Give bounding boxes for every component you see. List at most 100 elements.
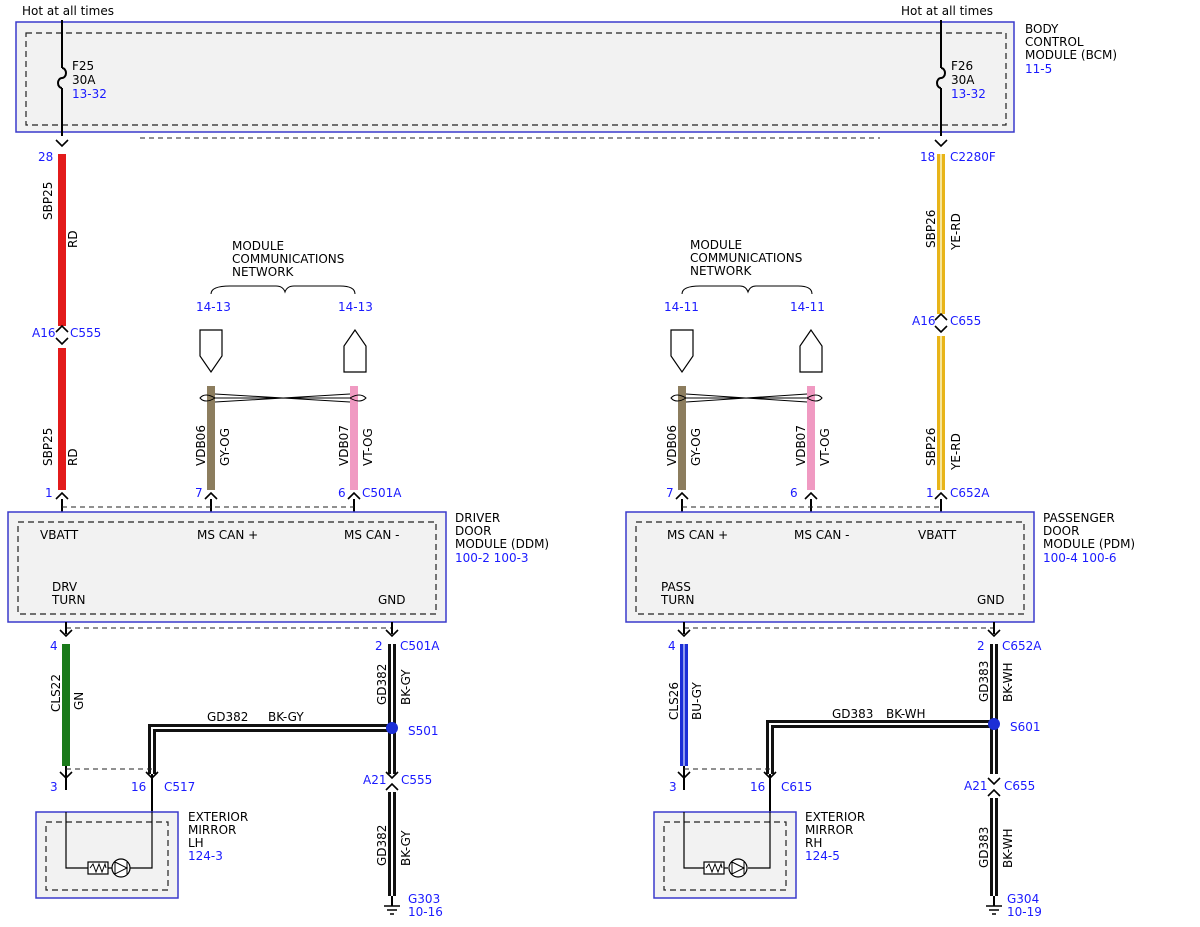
vdb07-color-ddm: VT-OG	[361, 428, 375, 466]
vdb06-color-pdm: GY-OG	[689, 428, 703, 466]
c555-pin: A16	[32, 326, 55, 340]
pdm-module-inner	[635, 521, 1025, 615]
pdm-can-plus-pin: 7	[666, 486, 674, 500]
sbp25-wire-upper	[58, 154, 66, 326]
pdm-can-plus-label: MS CAN +	[667, 528, 728, 542]
power-label-right: Hot at all times	[901, 4, 993, 18]
c655-pin: A16	[912, 314, 935, 328]
gd383-color-upper: BK-WH	[1001, 662, 1015, 702]
ddm-name-1: DRIVER	[455, 511, 500, 525]
net-left-ref-a: 14-13	[196, 300, 231, 314]
pdm-vbatt-label: VBATT	[918, 528, 957, 542]
sbp25-wire-lower	[58, 348, 66, 490]
s501-color: BK-GY	[268, 710, 304, 724]
gd383-pin: 2	[977, 639, 985, 653]
ddm-turn-label-1: DRV	[52, 580, 78, 594]
ddm-can-plus-pin: 7	[195, 486, 203, 500]
mirror-lh-name-1: EXTERIOR	[188, 810, 248, 824]
gd383-color-lower: BK-WH	[1001, 828, 1015, 868]
ddm-pin-top: 28	[38, 150, 53, 164]
vdb06-circuit-pdm: VDB06	[665, 425, 679, 466]
mirror-lh-name-3: LH	[188, 836, 204, 850]
mirror-rh-name-2: MIRROR	[805, 823, 853, 837]
gd382-color-lower: BK-GY	[399, 830, 413, 866]
ddm-vbatt-label: VBATT	[40, 528, 79, 542]
mirror-rh-name-1: EXTERIOR	[805, 810, 865, 824]
g304-ref: 10-19	[1007, 905, 1042, 919]
net-left-connector-b-icon	[343, 328, 367, 373]
net-right-3: NETWORK	[690, 264, 753, 278]
c517-pin-a: 3	[50, 780, 58, 794]
s501-splice-icon	[386, 722, 398, 734]
power-label-left: Hot at all times	[22, 4, 114, 18]
s601-splice-icon	[988, 718, 1000, 730]
net-left-2: COMMUNICATIONS	[232, 252, 344, 266]
ddm-turn-label-2: TURN	[51, 593, 85, 607]
s601-color: BK-WH	[886, 707, 926, 721]
ddm-c501a-conn: C501A	[362, 486, 402, 500]
ddm-can-minus-label: MS CAN -	[344, 528, 400, 542]
net-left-connector-a-icon	[199, 329, 223, 374]
fuse-f25-id: F25	[72, 59, 94, 73]
gd382-conn: C501A	[400, 639, 440, 653]
cls26-pin: 4	[668, 639, 676, 653]
fuse-f26-rating: 30A	[951, 73, 975, 87]
c615-pin-a: 3	[669, 780, 677, 794]
c517-pin-b: 16	[131, 780, 146, 794]
c615-pin-b: 16	[750, 780, 765, 794]
c655-lower-conn: C655	[1004, 779, 1035, 793]
ddm-can-minus-pin: 6	[338, 486, 346, 500]
cls22-circuit: CLS22	[49, 674, 63, 712]
vdb07-circuit-pdm: VDB07	[794, 425, 808, 466]
fuse-f26-icon	[936, 67, 946, 89]
twisted-pair-ddm	[199, 394, 367, 402]
ground-g304-icon	[986, 905, 1002, 915]
mirror-lh-name-2: MIRROR	[188, 823, 236, 837]
mirror-rh-heater-lamp-icon	[703, 858, 748, 878]
fuse-f25-icon	[57, 67, 67, 89]
twisted-pair-pdm	[670, 394, 823, 402]
gd383-circuit-upper: GD383	[977, 661, 991, 702]
bcm-ref: 11-5	[1025, 62, 1052, 76]
gd382-pin: 2	[375, 639, 383, 653]
bcm-name-3: MODULE (BCM)	[1025, 48, 1117, 62]
fuse-f25-rating: 30A	[72, 73, 96, 87]
gd383-circuit-lower: GD383	[977, 827, 991, 868]
gd383-conn: C652A	[1002, 639, 1042, 653]
mirror-rh-name-3: RH	[805, 836, 822, 850]
net-right-ref-a: 14-11	[664, 300, 699, 314]
s501-id: S501	[408, 724, 439, 738]
sbp25-color-lower: RD	[66, 448, 80, 466]
c615-conn: C615	[781, 780, 812, 794]
s601-circuit: GD383	[832, 707, 873, 721]
s501-circuit: GD382	[207, 710, 248, 724]
c555-lower-pin: A21	[363, 773, 386, 787]
ddm-name-2: DOOR	[455, 524, 491, 538]
mirror-rh-box	[653, 811, 797, 899]
net-right-1: MODULE	[690, 238, 742, 252]
mirror-lh-ref: 124-3	[188, 849, 223, 863]
mirror-lh-box	[35, 811, 179, 899]
net-right-2: COMMUNICATIONS	[690, 251, 802, 265]
c655-lower-pin: A21	[964, 779, 987, 793]
vdb07-wire-pdm	[807, 386, 815, 490]
fuse-f26-id: F26	[951, 59, 973, 73]
pdm-name-1: PASSENGER	[1043, 511, 1115, 525]
net-right-connector-b-icon	[799, 328, 823, 373]
mirror-lh-heater-lamp-icon	[87, 858, 131, 878]
fuse-f25-ref: 13-32	[72, 87, 107, 101]
vdb07-circuit-ddm: VDB07	[337, 425, 351, 466]
pdm-turn-label-1: PASS	[661, 580, 691, 594]
mirror-rh-ref: 124-5	[805, 849, 840, 863]
g304-id: G304	[1007, 892, 1039, 906]
bcm-module-box	[15, 21, 1015, 133]
vdb06-wire-pdm	[678, 386, 686, 490]
gd382-circuit-upper: GD382	[375, 664, 389, 705]
pdm-name-2: DOOR	[1043, 524, 1079, 538]
c555-lower-conn: C555	[401, 773, 432, 787]
c655-conn: C655	[950, 314, 981, 328]
fuse-f26-ref: 13-32	[951, 87, 986, 101]
ddm-batt-pin: 1	[45, 486, 53, 500]
cls22-color: GN	[72, 692, 86, 710]
